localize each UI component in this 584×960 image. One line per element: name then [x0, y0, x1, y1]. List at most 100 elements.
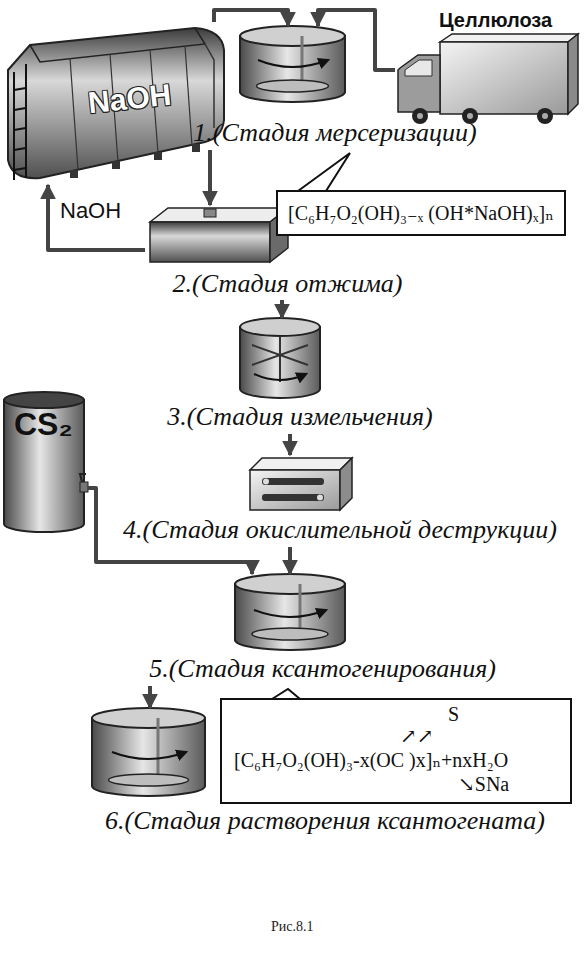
stage-caption: 1.(Стадия мерсеризации): [193, 118, 476, 148]
drawing-stroke: [235, 574, 345, 594]
press: [150, 208, 288, 262]
truck-node: Целлюлоза: [395, 8, 581, 126]
drawing-stroke: [92, 708, 205, 728]
drawing-stroke: [13, 72, 15, 180]
drawing-stroke: [252, 336, 308, 382]
pipe-connector: [288, 434, 292, 455]
drawing-stroke: [14, 148, 26, 150]
drawing-stroke: [240, 26, 345, 46]
drawing-stroke: [258, 60, 328, 67]
drawing-stroke: [185, 46, 192, 146]
dissolution-vessel: [92, 708, 205, 796]
drawing-stroke: [254, 610, 326, 617]
cellulose-truck: [398, 34, 578, 124]
process-stage: 5.(Стадия ксантогенирования): [115, 574, 530, 686]
drawing-stroke: [154, 152, 162, 160]
drawing-stroke: [279, 336, 281, 382]
drawing-stroke: [204, 209, 216, 217]
drawing-stroke: [8, 28, 224, 178]
drawing-stroke: [80, 482, 88, 492]
drawing-stroke: [340, 458, 352, 510]
drawing-stroke: [257, 80, 329, 92]
pipe-connector: [288, 547, 292, 574]
drawing-stroke: [542, 113, 548, 119]
tank-node: NaOH: [2, 22, 228, 185]
drawing-stroke: [250, 470, 340, 510]
drawing-stroke: [112, 752, 186, 759]
drawing-stroke: [250, 458, 352, 470]
cs2-tank-node: CS₂: [2, 392, 88, 534]
drawing-stroke: [263, 479, 269, 485]
mercerization-vessel: [240, 26, 345, 102]
node-label: CS₂: [14, 406, 73, 442]
drawing-stroke: [109, 774, 189, 786]
drawing-stroke: [92, 718, 205, 796]
drawing-stroke: [299, 584, 302, 632]
cs2-tank: [4, 392, 88, 532]
pipe-connector: [280, 300, 284, 318]
node-label: Целлюлоза: [439, 8, 552, 32]
drawing-stroke: [405, 60, 432, 76]
drawing-stroke: [317, 495, 323, 501]
drawing-stroke: [262, 494, 324, 501]
grinder: [240, 318, 320, 398]
stage-caption: 2.(Стадия отжима): [173, 269, 403, 299]
stage-caption: 5.(Стадия ксантогенирования): [149, 654, 496, 684]
drawing-stroke: [70, 144, 200, 178]
drawing-stroke: [14, 128, 26, 130]
drawing-stroke: [80, 474, 86, 482]
drawing-stroke: [14, 108, 26, 110]
process-stage: 1.(Стадия мерсеризации): [189, 26, 481, 150]
drawing-stroke: [440, 42, 568, 114]
callout-tail: [298, 153, 350, 191]
naoh-tank: [8, 28, 224, 180]
drawing-stroke: [4, 392, 84, 408]
pipe-connector: [214, 10, 288, 26]
drawing-stroke: [14, 168, 26, 170]
drawing-stroke: [568, 34, 578, 114]
stage-caption: 6.(Стадия растворения ксантогената): [105, 806, 545, 836]
process-stage: 6.(Стадия растворения ксантогената): [90, 708, 560, 838]
drawing-stroke: [301, 36, 304, 84]
drawing-stroke: [252, 628, 328, 640]
pipe-connector: [208, 150, 212, 205]
drawing-stroke: [14, 88, 26, 90]
xanthation-vessel: [235, 574, 345, 650]
pipe-label: NaOH: [60, 198, 121, 224]
formula-text: [C₆H₇O₂(OH)₃₋ₓ (OH*NaOH)ₓ]ₙ: [288, 201, 554, 225]
node-label: NaOH: [86, 78, 172, 121]
process-stage: 2.(Стадия отжима): [145, 205, 430, 300]
drawing-stroke: [440, 34, 578, 42]
process-stage: 3.(Стадия измельчения): [163, 318, 437, 434]
drawing-stroke: [25, 64, 27, 178]
formula-callout: [C₆H₇O₂(OH)₃₋ₓ (OH*NaOH)ₓ]ₙ: [276, 190, 566, 236]
drawing-stroke: [4, 400, 84, 532]
pipe-connector: [48, 185, 145, 250]
drawing-stroke: [70, 58, 78, 170]
drawing-stroke: [112, 161, 120, 169]
drawing-stroke: [205, 44, 214, 128]
formula-text: ↗↗: [400, 724, 434, 748]
pipe-connector: [318, 10, 395, 70]
drawing-stroke: [240, 318, 320, 336]
stage-caption: 3.(Стадия измельчения): [167, 402, 432, 432]
formula-text: [C₆H₇O₂(OH)₃-x(OC )x]ₙ+nxH₂O: [234, 748, 508, 772]
drawing-stroke: [157, 718, 160, 778]
pipe-connector: [148, 686, 152, 708]
process-stage: 4.(Стадия окислительной деструкции): [100, 455, 580, 547]
formula-callout: S ↗↗[C₆H₇O₂(OH)₃-x(OC )x]ₙ+nxH₂O↘SNa: [220, 698, 572, 804]
oxidation-box: [250, 458, 352, 510]
drawing-stroke: [398, 55, 440, 112]
figure-caption: Рис.8.1: [271, 918, 314, 936]
formula-text: ↘SNa: [458, 772, 509, 796]
formula-text: S: [448, 702, 459, 726]
drawing-stroke: [537, 108, 553, 124]
stage-caption: 4.(Стадия окислительной деструкции): [123, 515, 557, 545]
drawing-stroke: [150, 208, 288, 222]
drawing-stroke: [150, 222, 270, 262]
drawing-stroke: [30, 28, 205, 62]
drawing-stroke: [70, 170, 78, 178]
drawing-stroke: [70, 46, 192, 170]
drawing-stroke: [240, 327, 320, 398]
